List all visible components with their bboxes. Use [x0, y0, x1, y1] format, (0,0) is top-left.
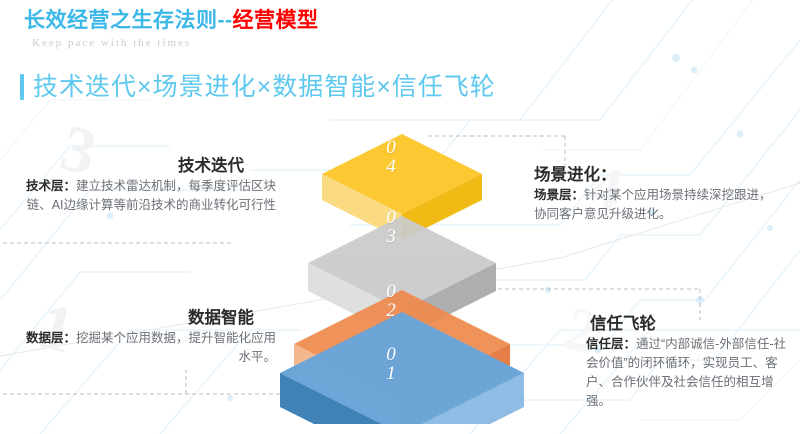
text-block-scene-body: 场景层：针对某个应用场景持续深挖跟进，协同客户意见升级进化。	[534, 186, 782, 224]
text-block-trust: 信任飞轮 信任层：通过“内部诚信-外部信任-社会价值”的闭环循环，实现员工、客户…	[586, 313, 798, 411]
isometric-layer-stack	[268, 112, 536, 424]
text-block-data-title: 数据智能	[188, 309, 254, 327]
text-block-tech-title: 技术迭代	[178, 157, 244, 175]
text-block-data: 数据智能 数据层：挖掘某个应用数据，提升智能化应用水平。	[18, 307, 276, 367]
page-subtitle: Keep pace with the times	[32, 37, 192, 49]
text-block-scene-title: 场景进化：	[534, 166, 617, 184]
header: 长效经营之生存法则--经营模型 Keep pace with the times	[24, 8, 319, 49]
text-block-data-body: 数据层：挖掘某个应用数据，提升智能化应用水平。	[18, 329, 276, 367]
text-block-scene: 场景进化： 场景层：针对某个应用场景持续深挖跟进，协同客户意见升级进化。	[534, 164, 782, 224]
text-block-data-lead: 数据层：	[25, 331, 76, 345]
text-block-trust-body: 信任层：通过“内部诚信-外部信任-社会价值”的闭环循环，实现员工、客户、合作伙伴…	[586, 335, 798, 411]
section-heading-text: 技术迭代×场景进化×数据智能×信任飞轮	[33, 73, 496, 101]
section-accent-bar	[20, 74, 24, 100]
page-title: 长效经营之生存法则--经营模型	[24, 8, 319, 34]
page-title-primary: 长效经营之生存法则--	[24, 9, 233, 32]
section-heading: 技术迭代×场景进化×数据智能×信任飞轮	[20, 72, 496, 102]
text-block-tech-lead: 技术层：	[25, 179, 76, 193]
text-block-tech: 技术迭代 技术层：建立技术雷达机制，每季度评估区块链、AI边缘计算等前沿技术的商…	[18, 155, 276, 215]
layer-01	[280, 312, 524, 424]
text-block-data-text: 挖掘某个应用数据，提升智能化应用水平。	[75, 331, 276, 364]
text-block-tech-body: 技术层：建立技术雷达机制，每季度评估区块链、AI边缘计算等前沿技术的商业转化可行…	[18, 177, 276, 215]
text-block-trust-title: 信任飞轮	[590, 315, 656, 333]
text-block-trust-lead: 信任层：	[586, 337, 637, 351]
text-block-scene-lead: 场景层：	[534, 188, 585, 202]
page-title-accent: 经营模型	[232, 9, 319, 32]
